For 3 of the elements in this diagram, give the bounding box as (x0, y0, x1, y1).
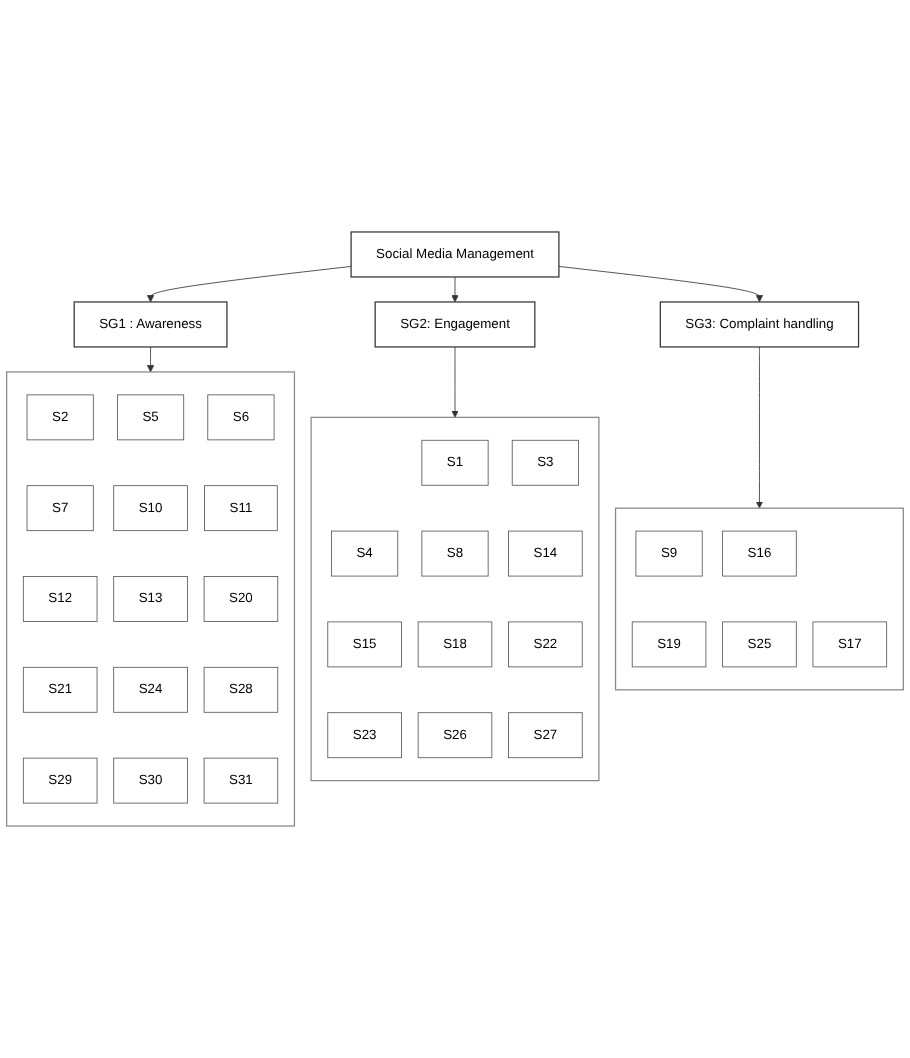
cluster (614, 507, 904, 691)
cluster (310, 416, 600, 782)
cluster (6, 371, 296, 827)
